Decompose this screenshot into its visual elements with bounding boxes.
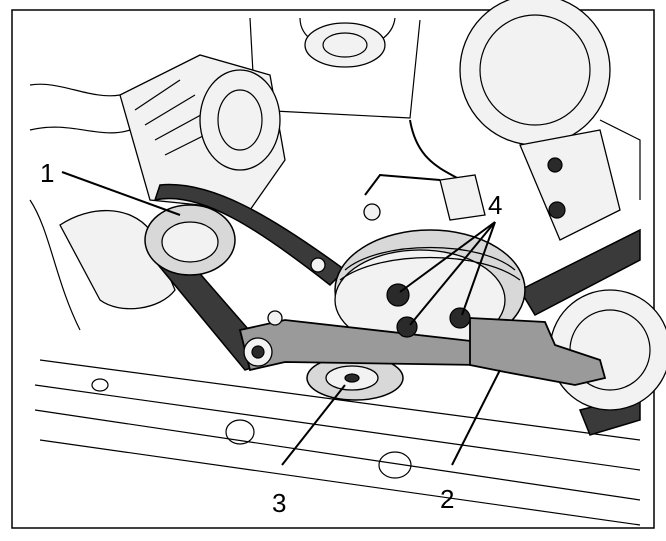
leader-lines [61, 171, 501, 466]
callout-1: 1 [40, 158, 54, 188]
callout-4: 4 [488, 190, 502, 220]
engine-background [29, 0, 641, 526]
callout-2: 2 [440, 484, 454, 514]
tensioner-wrench [238, 317, 607, 386]
callout-3: 3 [272, 488, 286, 518]
